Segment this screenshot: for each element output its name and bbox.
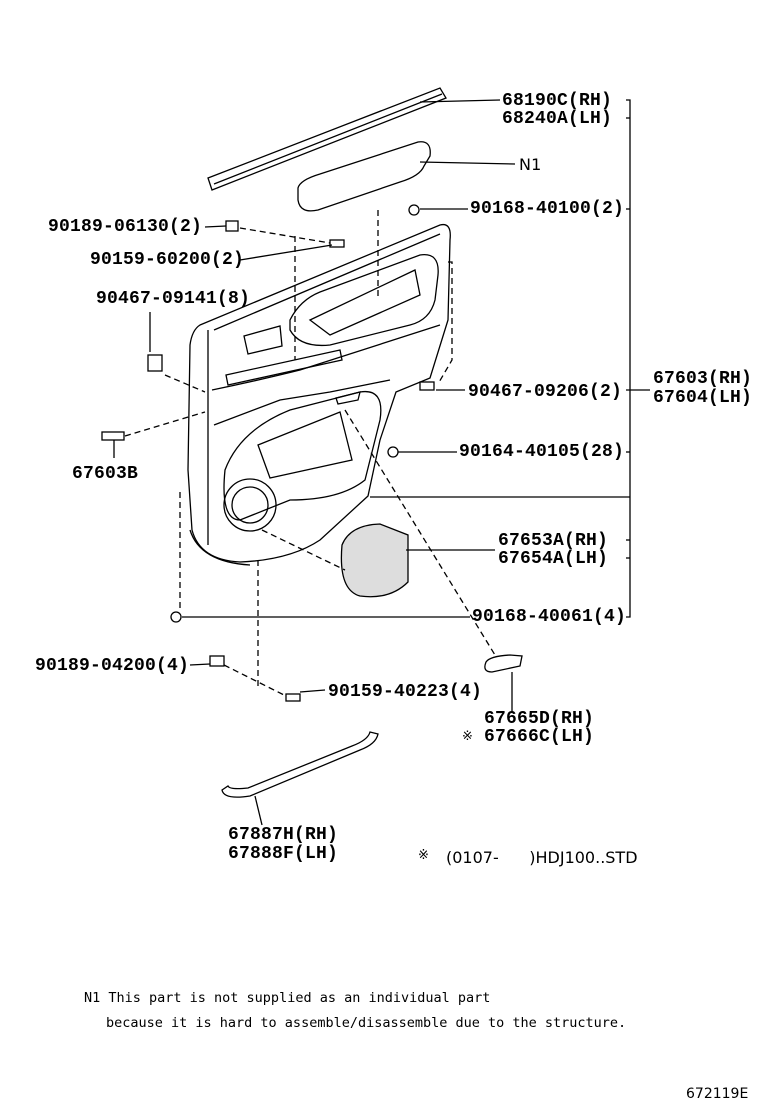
lower-strip-67887H bbox=[221, 731, 379, 798]
applicability-note: (0107- )HDJ100..STD bbox=[446, 848, 638, 867]
part-label-90467-09206: 90467-09206(2) bbox=[468, 382, 623, 402]
applicability-asterisk: ※ bbox=[418, 848, 429, 863]
footnote-line-2: because it is hard to assemble/disassemb… bbox=[106, 1015, 627, 1031]
part-label-90159-40223: 90159-40223(4) bbox=[328, 682, 483, 702]
door-trim-panel bbox=[187, 223, 451, 566]
fasteners bbox=[101, 204, 435, 702]
part-label-67666C: 67666C(LH) bbox=[484, 727, 595, 747]
dashed-lines bbox=[124, 210, 496, 697]
part-label-67653A: 67653A(RH) bbox=[498, 531, 609, 551]
part-label-67887H: 67887H(RH) bbox=[228, 825, 339, 845]
speaker-grille-67653A bbox=[340, 523, 409, 598]
part-label-67603: 67603(RH) bbox=[653, 369, 753, 389]
leader-lines bbox=[113, 99, 650, 826]
asterisk-mark: ※ bbox=[462, 729, 474, 744]
part-label-67888F: 67888F(LH) bbox=[228, 844, 339, 864]
part-label-90168-40100: 90168-40100(2) bbox=[470, 199, 625, 219]
part-label-67665D: 67665D(RH) bbox=[484, 709, 595, 729]
part-label-90467-09141: 90467-09141(8) bbox=[96, 289, 251, 309]
part-label-68190C: 68190C(RH) bbox=[502, 91, 613, 111]
footnote-line-1: N1 This part is not supplied as an indiv… bbox=[84, 990, 491, 1006]
part-label-90189-06130: 90189-06130(2) bbox=[48, 217, 203, 237]
part-label-67604: 67604(LH) bbox=[653, 388, 753, 408]
part-label-68240A: 68240A(LH) bbox=[502, 109, 613, 129]
weatherstrip-68190C bbox=[207, 87, 447, 191]
armrest-cover-n1 bbox=[297, 141, 431, 212]
handle-bezel-67665D bbox=[484, 654, 523, 673]
part-label-90189-04200: 90189-04200(4) bbox=[35, 656, 190, 676]
diagram-id: 672119E bbox=[686, 1086, 749, 1102]
part-label-90159-60200: 90159-60200(2) bbox=[90, 250, 245, 270]
note-ref-n1: N1 bbox=[519, 155, 542, 174]
part-label-67654A: 67654A(LH) bbox=[498, 549, 609, 569]
part-label-90164-40105: 90164-40105(28) bbox=[459, 442, 625, 462]
part-label-90168-40061: 90168-40061(4) bbox=[472, 607, 627, 627]
part-label-67603B: 67603B bbox=[72, 464, 139, 484]
